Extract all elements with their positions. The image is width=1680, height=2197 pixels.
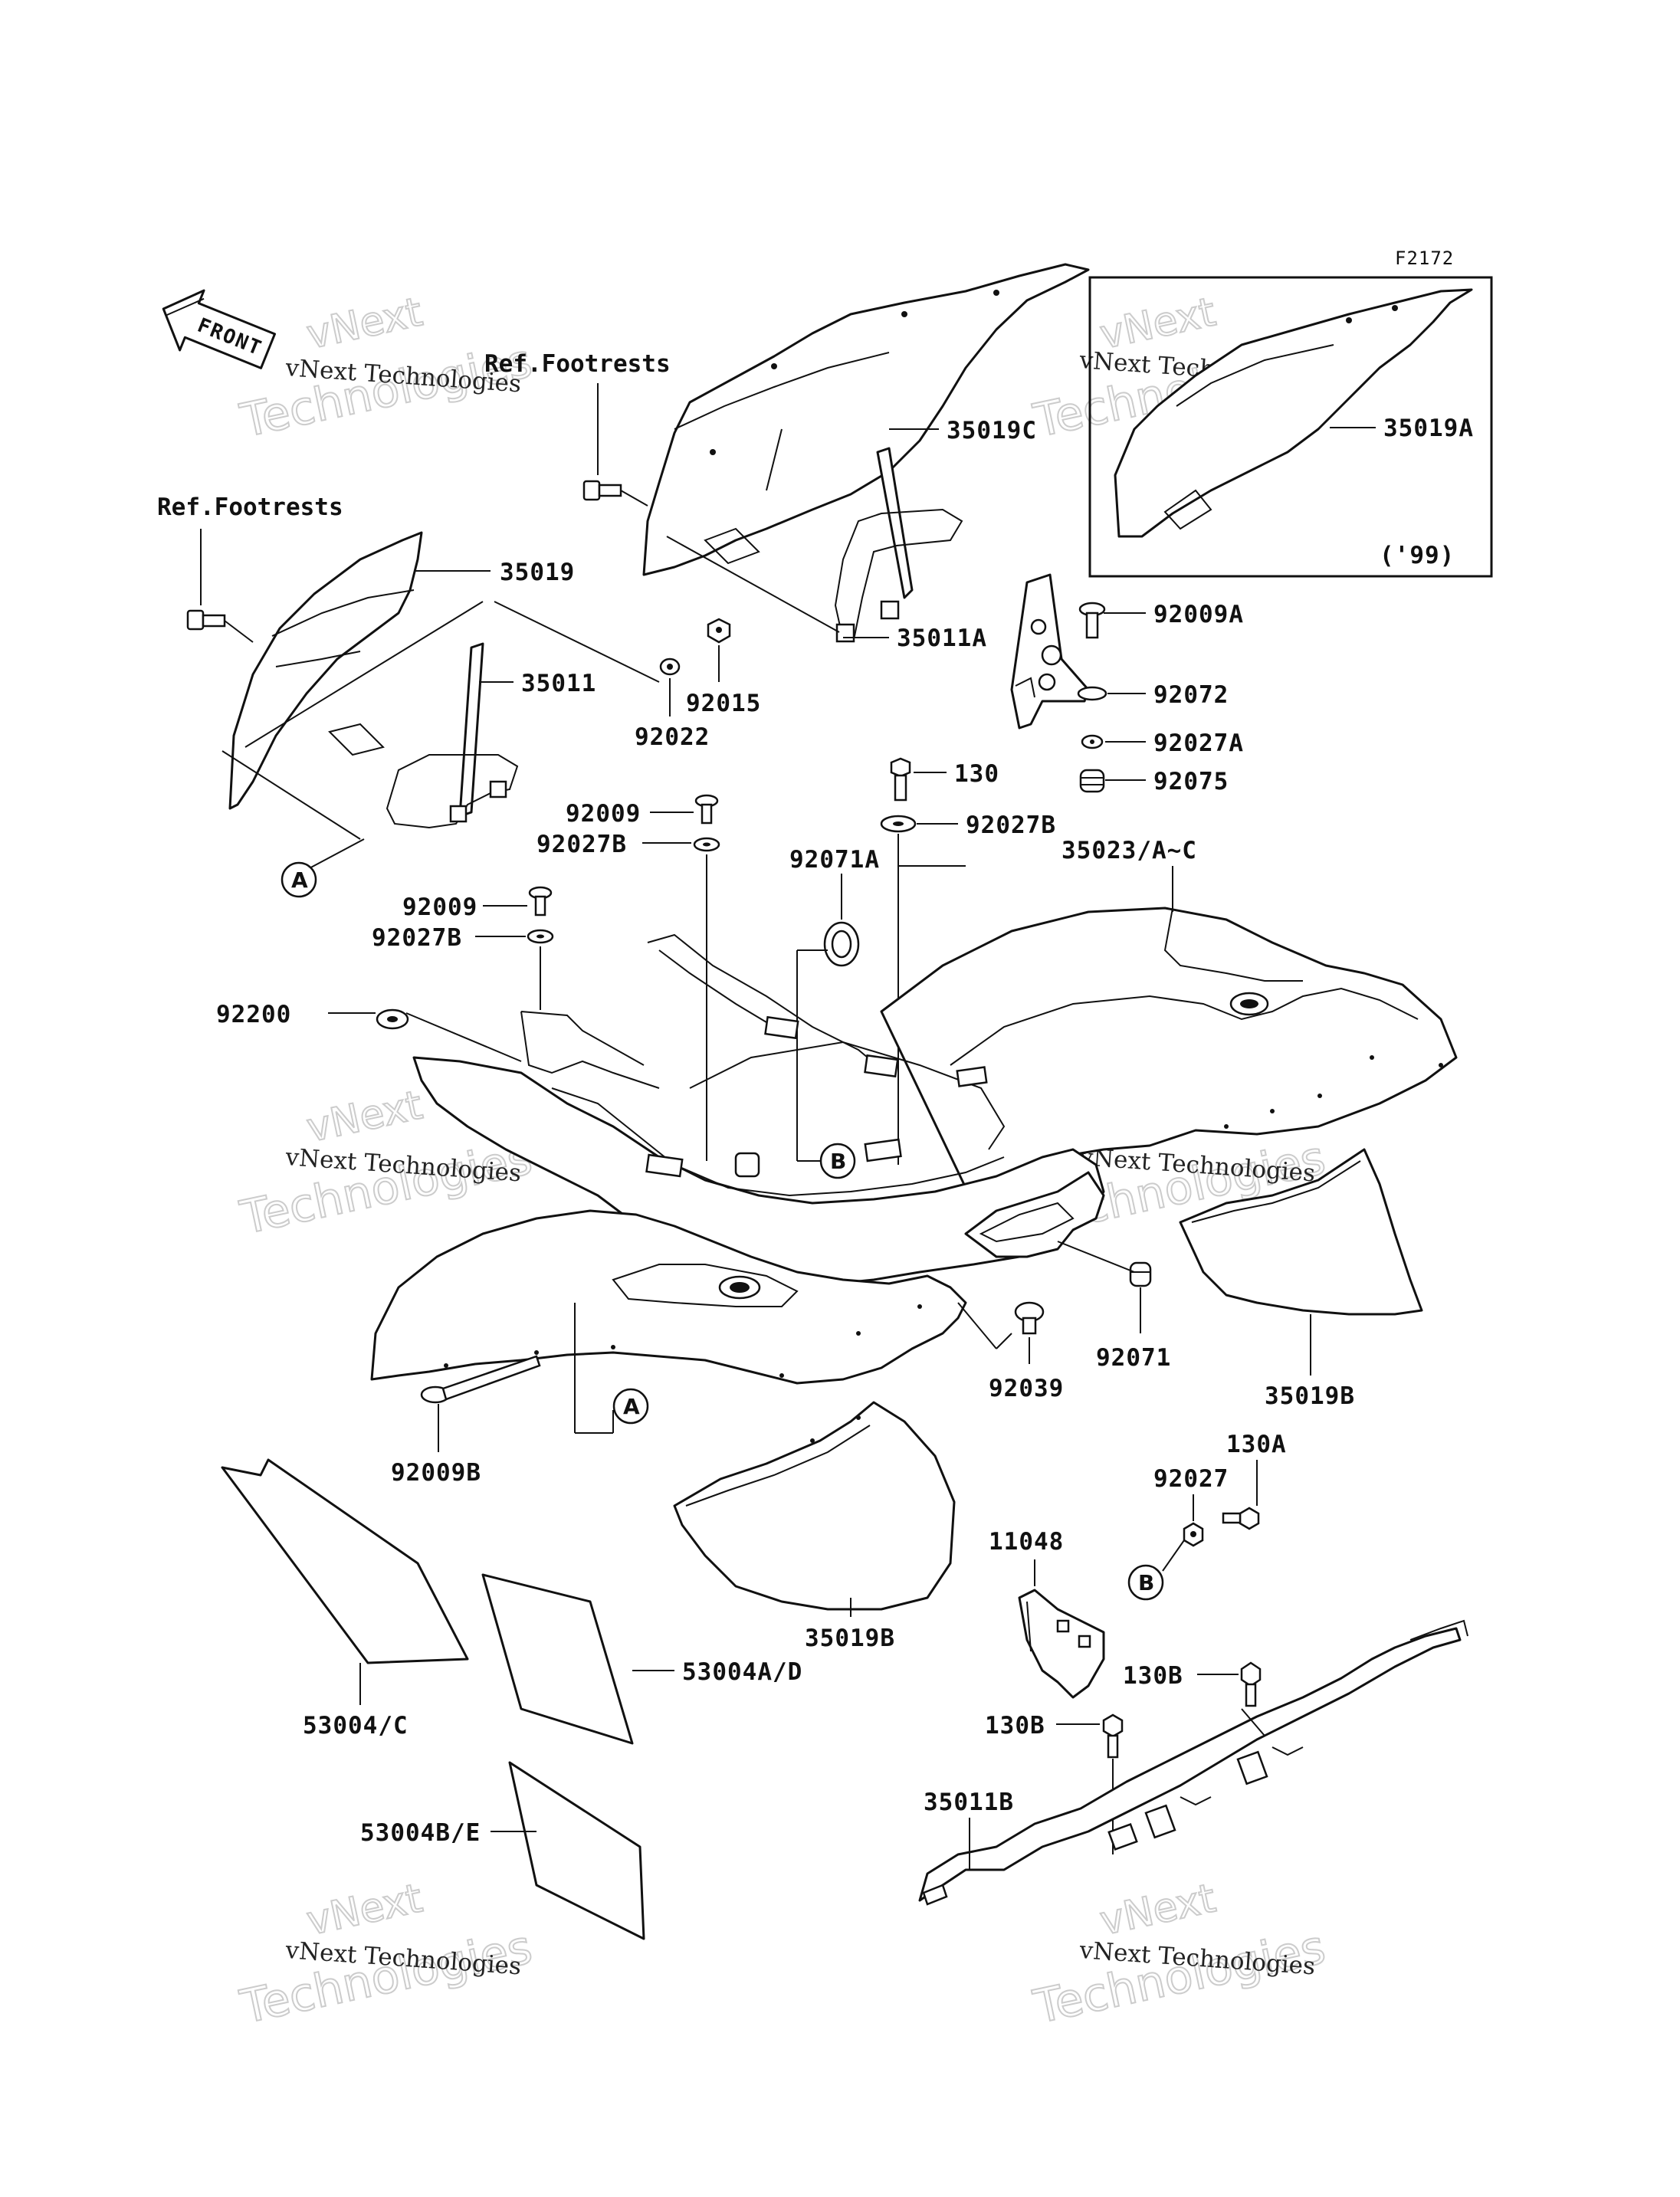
grommet-92071: 92071 — [1057, 1241, 1171, 1372]
nut-92027: 92027 — [1153, 1465, 1229, 1547]
watermark-bottom-right: vNext Technologies vNext Technologies — [1029, 1874, 1331, 2035]
part-35011: 35011 — [386, 642, 596, 829]
washer-92072: 92072 — [1077, 681, 1229, 709]
label-92027A: 92027A — [1153, 730, 1244, 757]
label-130A: 130A — [1226, 1431, 1287, 1458]
washer-92027A: 92027A — [1081, 730, 1244, 757]
bolt-92009-a: 92009 — [566, 794, 719, 828]
svg-text:Technologies: Technologies — [236, 1131, 537, 1245]
label-92022: 92022 — [635, 723, 710, 751]
svg-text:vNext: vNext — [1096, 1875, 1219, 1944]
part-35011A: 35011A — [666, 447, 987, 652]
label-92071: 92071 — [1096, 1344, 1171, 1372]
washer-92027B-top: 92027B — [880, 812, 1056, 1165]
label-35023: 35023/A~C — [1061, 837, 1197, 864]
label-92039: 92039 — [989, 1375, 1064, 1402]
inset-99-box: 35019A ('99) — [1088, 276, 1493, 578]
label-92009-a: 92009 — [566, 800, 641, 828]
label-92009A: 92009A — [1153, 601, 1244, 628]
part-35011B: 35011B — [918, 1619, 1468, 1906]
label-92200: 92200 — [216, 1001, 291, 1028]
washer-92027B-b: 92027B — [536, 831, 720, 1161]
label-35011A: 35011A — [897, 625, 987, 652]
label-92071A: 92071A — [789, 846, 880, 874]
svg-text:B: B — [1138, 1570, 1154, 1595]
decal-53004AD: 53004A/D — [481, 1573, 802, 1745]
inset-year-label: ('99) — [1380, 542, 1455, 569]
label-130B-b: 130B — [985, 1712, 1045, 1740]
label-35011: 35011 — [521, 670, 596, 697]
label-130B-a: 130B — [1123, 1662, 1183, 1690]
label-35019C: 35019C — [947, 417, 1037, 444]
part-35019C: 35019C — [642, 263, 1090, 576]
label-53004AD: 53004A/D — [682, 1658, 802, 1686]
label-92009-b: 92009 — [402, 894, 477, 921]
label-92072: 92072 — [1153, 681, 1229, 709]
label-35019: 35019 — [500, 559, 575, 586]
label-92027B-b: 92027B — [536, 831, 627, 858]
part-11048: 11048 — [989, 1528, 1105, 1699]
decal-53004C: 53004/C — [221, 1458, 469, 1740]
front-arrow-icon: FRONT — [162, 289, 277, 369]
figure-code: F2172 — [1395, 248, 1454, 269]
svg-text:A: A — [623, 1394, 640, 1419]
callout-a-left: A — [221, 601, 660, 898]
label-53004C: 53004/C — [303, 1712, 409, 1740]
svg-text:B: B — [830, 1149, 846, 1174]
label-35019B-right: 35019B — [1265, 1382, 1355, 1410]
bolt-ref-footrests-top: Ref.Footrests — [484, 350, 671, 507]
hardware-92022: 92022 — [635, 657, 710, 751]
washer-92027B-c: 92027B — [372, 924, 554, 1010]
bracket-plate — [1010, 573, 1090, 730]
label-92009B: 92009B — [391, 1459, 481, 1487]
bolt-92009A: 92009A — [1078, 601, 1244, 639]
grommet-92075: 92075 — [1079, 768, 1229, 795]
callout-a-bottom: A — [574, 1303, 649, 1434]
part-35023-fender: 35023/A~C — [370, 837, 1458, 1385]
label-92075: 92075 — [1153, 768, 1229, 795]
ref-footrests-left: Ref.Footrests — [157, 494, 343, 521]
label-92027B-a: 92027B — [966, 812, 1056, 839]
label-92027: 92027 — [1153, 1465, 1229, 1493]
callout-b-center: B — [797, 865, 966, 1179]
decal-53004BE: 53004B/E — [360, 1761, 645, 1940]
label-92015: 92015 — [686, 690, 761, 717]
label-35019B-bottom: 35019B — [805, 1625, 895, 1652]
label-35011B: 35011B — [924, 1789, 1014, 1816]
label-53004BE: 53004B/E — [360, 1819, 481, 1847]
part-35019B-bottom: 35019B — [673, 1401, 956, 1652]
grommet-92071A: 92071A — [789, 846, 880, 1161]
ref-footrests-top: Ref.Footrests — [484, 350, 671, 378]
hardware-92039: 92039 — [957, 1301, 1064, 1402]
bolt-ref-footrests-left: Ref.Footrests — [157, 494, 343, 643]
hardware-92015: 92015 — [686, 618, 761, 717]
bolt-130B-b: 130B — [985, 1712, 1124, 1854]
label-130: 130 — [954, 760, 999, 788]
svg-text:vNext: vNext — [303, 289, 426, 358]
bolt-130A: 130A — [1222, 1431, 1287, 1530]
bolt-130: 130 — [890, 757, 999, 802]
svg-text:vNext: vNext — [1096, 289, 1219, 358]
bolt-130B-a: 130B — [1123, 1661, 1262, 1707]
svg-text:vNext: vNext — [303, 1082, 426, 1151]
bolt-92009-b: 92009 — [402, 886, 553, 921]
hardware-92200: 92200 — [216, 1001, 522, 1062]
bolt-92009B: 92009B — [391, 1355, 541, 1487]
label-92027B-c: 92027B — [372, 924, 462, 952]
label-11048: 11048 — [989, 1528, 1064, 1556]
svg-text:vNext: vNext — [303, 1875, 426, 1944]
part-35019B-right: 35019B — [1179, 1148, 1423, 1410]
label-35019A: 35019A — [1383, 415, 1474, 442]
callout-b-right: B — [1127, 1540, 1185, 1601]
part-35019: 35019 — [228, 531, 575, 810]
watermark-bottom-left: vNext Technologies vNext Technologies — [235, 1874, 538, 2035]
svg-text:A: A — [291, 867, 308, 893]
